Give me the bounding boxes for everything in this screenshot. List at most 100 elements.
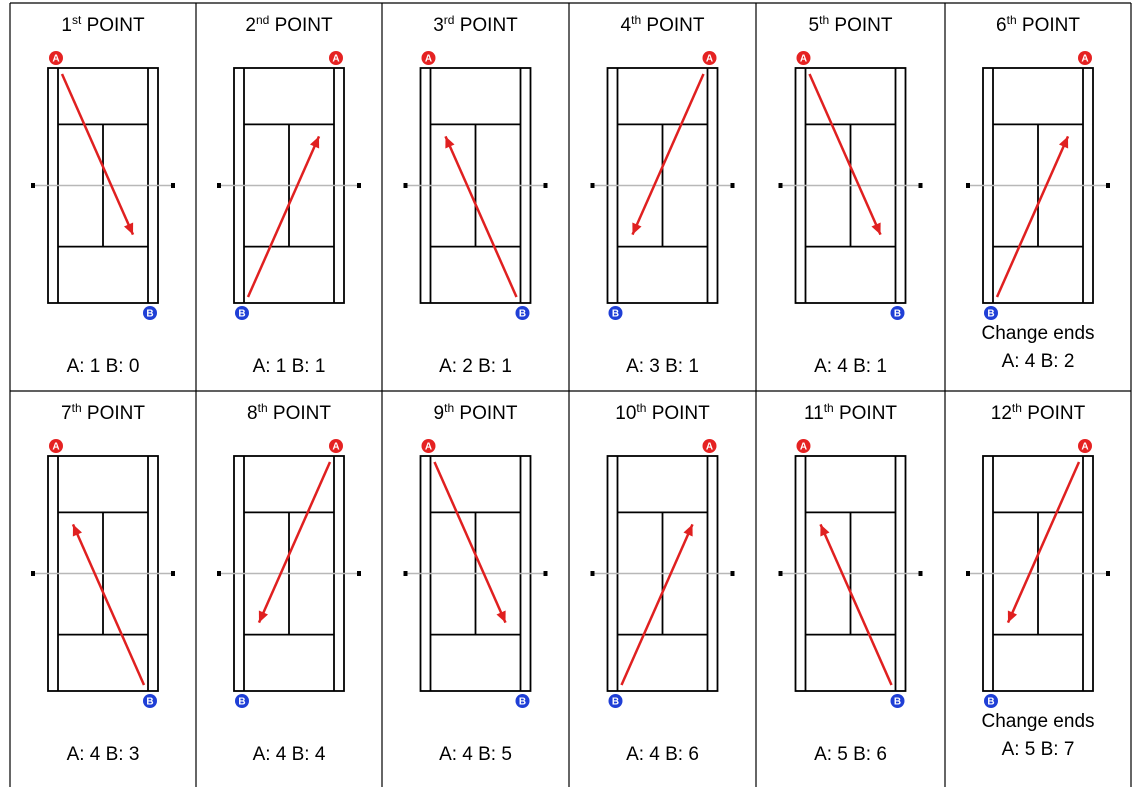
net-post (403, 183, 408, 188)
svg-text:A: A (1081, 442, 1088, 453)
point-number: 3 (433, 15, 444, 36)
point-score: A: 4 B: 1 (814, 356, 887, 377)
svg-text:B: B (894, 697, 901, 708)
svg-text:A: A (332, 54, 339, 65)
point-score: A: 4 B: 2 (1001, 351, 1075, 372)
point-number: 7 (61, 403, 72, 424)
shot-arrow (620, 523, 694, 686)
shot-arrow (995, 135, 1070, 298)
point-title: 8th POINT (247, 402, 331, 425)
point-score: A: 4 B: 3 (66, 744, 140, 765)
shot-arrow (60, 73, 135, 236)
point-ordinal-suffix: th (631, 13, 642, 27)
net-post (217, 571, 221, 576)
net-post (778, 183, 783, 188)
point-label: POINT (86, 15, 145, 36)
point-number: 9 (433, 403, 445, 424)
net-post (171, 183, 175, 188)
point-ordinal-suffix: th (823, 401, 834, 415)
point-label: POINT (274, 15, 333, 36)
svg-text:A: A (52, 442, 59, 453)
point-score: A: 4 B: 5 (439, 744, 512, 765)
svg-text:A: A (706, 442, 713, 453)
svg-text:A: A (52, 54, 59, 65)
player-a-icon: A (796, 439, 811, 453)
player-b-icon: B (608, 694, 623, 708)
point-score: A: 3 B: 1 (626, 356, 699, 377)
tennis-court-diagram: AB (217, 51, 361, 320)
point-score: A: 4 B: 4 (252, 744, 326, 765)
net-post (918, 571, 923, 576)
point-title: 12th POINT (991, 401, 1086, 425)
shot-arrow (819, 523, 893, 686)
svg-text:A: A (332, 442, 339, 453)
point-score: A: 5 B: 6 (814, 744, 887, 765)
net-post (31, 571, 35, 576)
player-a-icon: A (329, 51, 343, 65)
net-post (590, 183, 595, 188)
point-ordinal-suffix: th (819, 13, 830, 27)
point-label: POINT (1027, 403, 1086, 424)
point-ordinal-suffix: th (1011, 401, 1022, 415)
svg-text:B: B (238, 697, 245, 708)
player-a-icon: A (796, 51, 811, 65)
player-b-icon: B (608, 306, 623, 320)
point-number: 2 (245, 15, 256, 36)
player-b-icon: B (143, 306, 157, 320)
player-a-icon: A (702, 439, 717, 453)
svg-text:B: B (987, 697, 994, 708)
svg-text:A: A (425, 54, 432, 65)
player-a-icon: A (421, 439, 436, 453)
net-post (1106, 183, 1110, 188)
net-post (357, 183, 361, 188)
tennis-court-diagram: AB (590, 51, 735, 320)
change-ends-note: Change ends (981, 323, 1095, 344)
shot-arrow (444, 135, 518, 298)
point-ordinal-suffix: st (71, 13, 82, 27)
player-b-icon: B (235, 306, 249, 320)
point-title: 10th POINT (615, 402, 710, 425)
point-score: A: 1 B: 1 (252, 356, 326, 377)
point-score: A: 1 B: 0 (66, 356, 140, 377)
svg-text:B: B (238, 309, 245, 320)
shot-arrow (433, 461, 507, 624)
svg-text:B: B (612, 697, 619, 708)
net-post (357, 571, 361, 576)
point-label: POINT (646, 15, 705, 36)
net-post (403, 571, 408, 576)
shot-arrow (257, 461, 332, 624)
player-a-icon: A (49, 51, 63, 65)
net-post (730, 183, 735, 188)
shot-arrow (71, 523, 146, 686)
svg-text:B: B (894, 309, 901, 320)
point-score: A: 2 B: 1 (439, 356, 512, 377)
shot-arrow (1006, 461, 1081, 624)
player-b-icon: B (515, 306, 530, 320)
net-post (171, 571, 175, 576)
net-post (778, 571, 783, 576)
shot-arrow (631, 73, 705, 236)
player-a-icon: A (421, 51, 436, 65)
svg-text:A: A (1081, 54, 1088, 65)
point-title: 1st POINT (61, 13, 145, 37)
tennis-court-diagram: AB (590, 439, 735, 708)
player-b-icon: B (984, 694, 998, 708)
point-number: 8 (247, 403, 258, 424)
svg-text:A: A (800, 54, 807, 65)
net-post (590, 571, 595, 576)
point-title: 2nd POINT (245, 14, 333, 37)
net-post (31, 183, 35, 188)
point-title: 3rd POINT (433, 14, 518, 37)
point-label: POINT (838, 403, 898, 424)
point-title: 7th POINT (61, 402, 145, 425)
player-b-icon: B (890, 306, 905, 320)
net-post (966, 183, 970, 188)
player-b-icon: B (984, 306, 998, 320)
tennis-court-diagram: AB (31, 51, 175, 320)
change-ends-note: Change ends (981, 711, 1095, 732)
svg-text:B: B (519, 309, 526, 320)
svg-text:A: A (706, 54, 713, 65)
point-title: 5th POINT (809, 13, 893, 37)
